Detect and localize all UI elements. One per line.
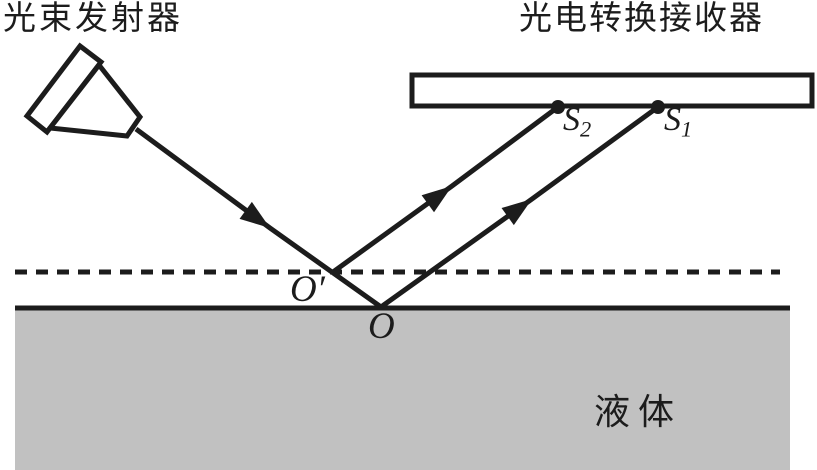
emitter-label: 光束发射器 — [3, 1, 183, 37]
emitter-cone — [45, 60, 144, 139]
receiver-label: 光电转换接收器 — [519, 1, 764, 37]
reflected-ray-to-s2 — [331, 104, 560, 275]
point-o-prime-label: O′ — [290, 269, 325, 310]
receiver-bar — [409, 72, 815, 109]
point-s2-label: S2 — [563, 102, 591, 141]
liquid-region — [15, 308, 790, 470]
point-o-label: O — [368, 306, 395, 347]
emitter-head-plate — [23, 42, 105, 136]
s1-base: S — [664, 101, 681, 138]
detector-dot-s2 — [551, 100, 565, 114]
detector-dot-s1 — [651, 100, 665, 114]
liquid-label: 液体 — [594, 392, 683, 432]
s2-base: S — [563, 101, 580, 138]
point-s1-label: S1 — [664, 102, 692, 141]
reflected-ray-to-s1 — [379, 104, 660, 310]
beam-emitter-icon — [23, 42, 144, 139]
s1-subscript: 1 — [681, 116, 693, 142]
s2-subscript: 2 — [580, 116, 592, 142]
incident-ray — [134, 126, 383, 310]
